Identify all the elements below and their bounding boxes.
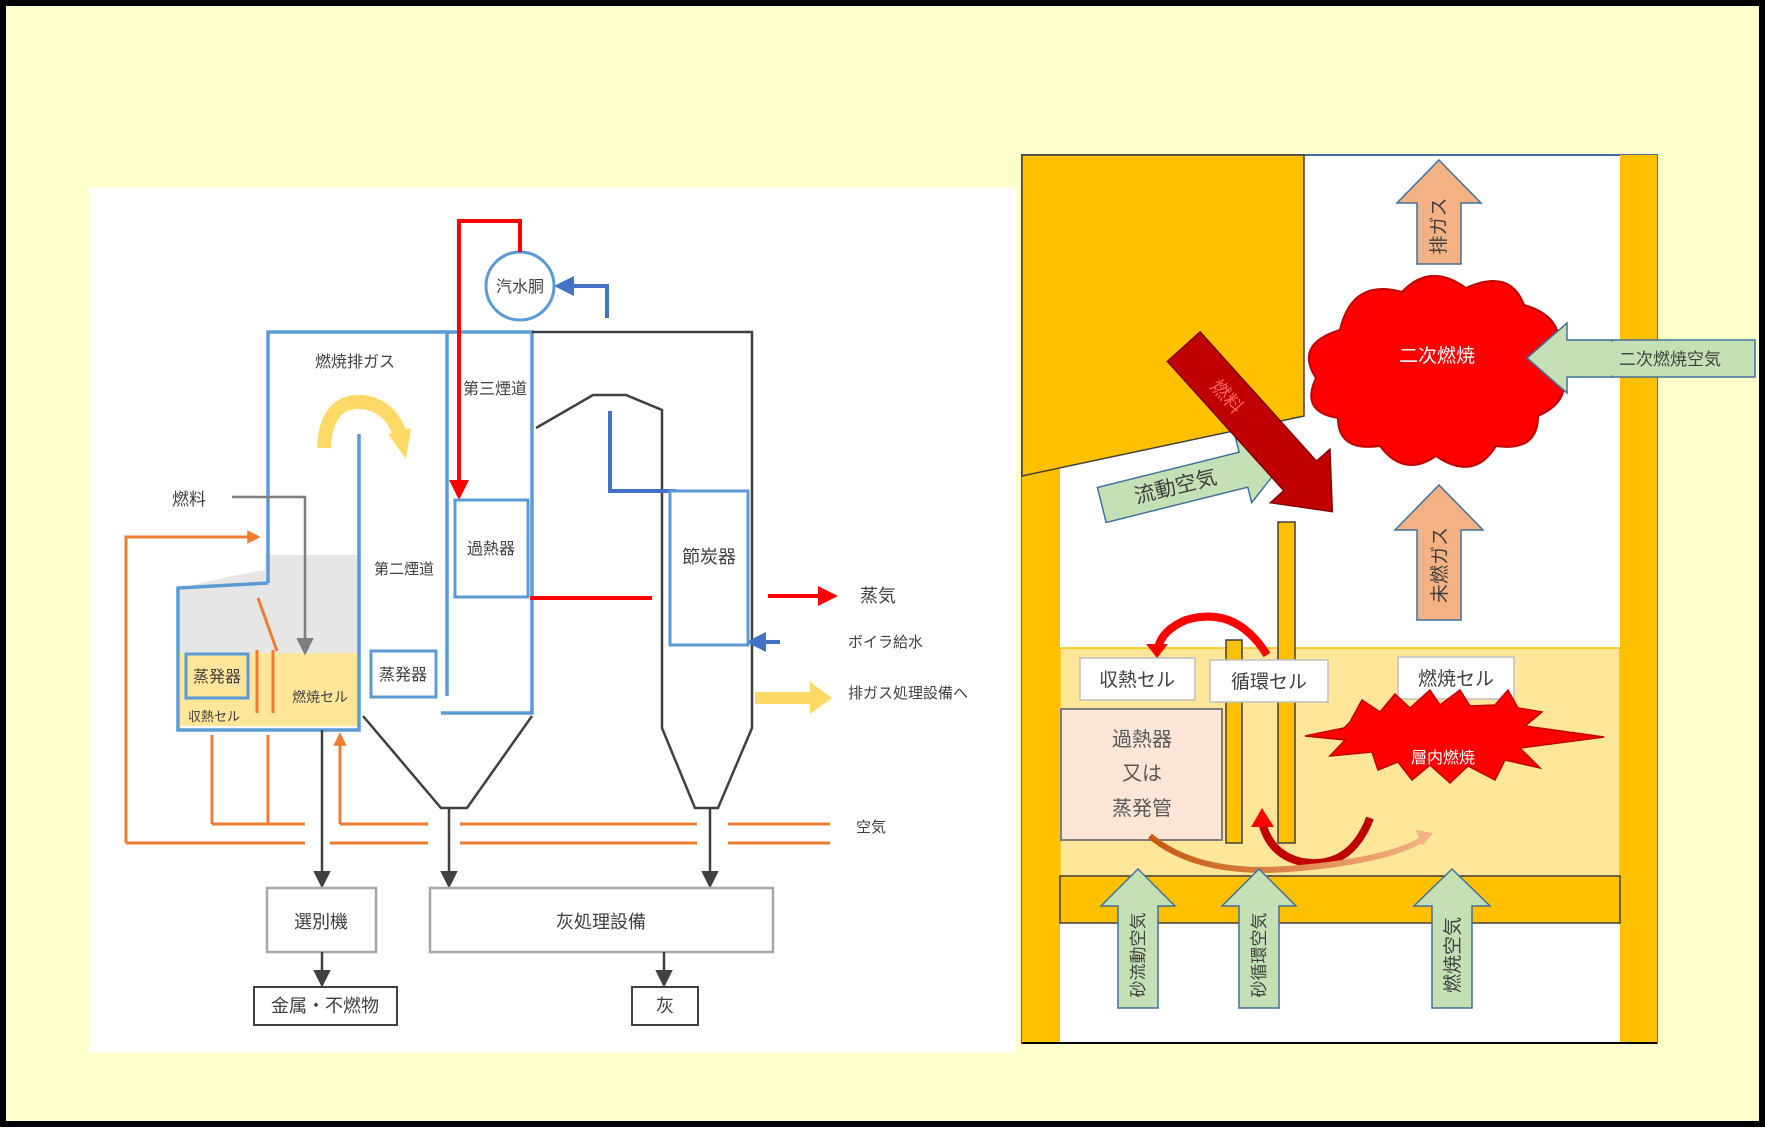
legend-steam-label: 蒸気 xyxy=(860,586,896,607)
heat-recovery-cell-label-left: 収熱セル xyxy=(188,710,240,725)
unburned-gas-label: 未燃ガス xyxy=(1429,527,1451,603)
fuel-arrow: 燃料 xyxy=(1166,330,1334,513)
sand-fluid-air-arrow xyxy=(1099,867,1177,1009)
sand-fluid-air-label: 砂流動空気 xyxy=(1129,913,1149,998)
circulation-arrow-bottom xyxy=(1258,816,1374,867)
fuel-label: 燃料 xyxy=(172,490,206,510)
superheater-line-3: 蒸発管 xyxy=(1112,796,1172,820)
circulation-arrow-bottom-head xyxy=(1251,808,1274,827)
combustion-air-arrow xyxy=(1412,867,1492,1009)
exhaust-gas-arrow xyxy=(1395,158,1483,265)
left-boiler-diagram: 汽水胴 過熱器 節炭器 蒸発器 蒸発器 燃料 燃焼排ガス 第三煙道 第二煙道 収 xyxy=(89,187,1016,1053)
legend-air-label: 空気 xyxy=(856,818,886,836)
combustion-cell-label: 燃焼セル xyxy=(1418,668,1494,690)
evaporator-box-bed xyxy=(184,652,250,700)
unburned-gas-arrow xyxy=(1393,483,1485,621)
metal-waste-label: 金属・不燃物 xyxy=(271,996,379,1017)
sand-circ-air-arrow xyxy=(1220,867,1298,1009)
air-bed-inlets xyxy=(210,735,340,824)
superheater-line-1: 過熱器 xyxy=(1112,727,1172,751)
economizer-box xyxy=(668,489,750,647)
sand-flow-sweep xyxy=(1148,833,1427,873)
secondary-air-arrow-body xyxy=(1611,339,1756,378)
metal-waste-box xyxy=(253,986,398,1026)
legend-exhaust-arrow xyxy=(755,682,832,714)
superheater-line-2: 又は xyxy=(1122,761,1162,785)
flue-gas-arrow-head xyxy=(388,428,411,459)
heat-recovery-cell-box xyxy=(1079,657,1196,701)
steam-line-drum-to-superheater xyxy=(449,219,522,500)
drum-label: 汽水胴 xyxy=(496,277,544,296)
sand-flow-sweep-head xyxy=(1416,830,1433,846)
flue-gas-label: 燃焼排ガス xyxy=(315,352,395,371)
bed-combustion-burst xyxy=(1304,688,1605,785)
feedwater-line-economizer xyxy=(608,411,676,493)
bed-combustion-label: 層内燃焼 xyxy=(1411,748,1475,767)
secondary-air-arrow-joint xyxy=(1566,341,1614,376)
secondary-combustion-cloud xyxy=(1307,274,1565,468)
deflector-plate xyxy=(256,597,279,652)
evaporator-bed-label: 蒸発器 xyxy=(193,667,241,686)
flue-gas-arrow xyxy=(317,394,409,449)
economizer-label: 節炭器 xyxy=(682,547,736,568)
fuel-feed-line xyxy=(232,495,314,656)
third-flue-label: 第三煙道 xyxy=(463,379,527,398)
feedwater-line-to-drum xyxy=(554,276,609,318)
legend-feed-water-label: ボイラ給水 xyxy=(848,633,923,651)
secondary-air-label: 二次燃焼空気 xyxy=(1619,350,1721,370)
right-furnace-diagram: 過熱器 又は 蒸発管 収熱セル 循環セル 燃焼セル 層内燃焼 二次燃焼 排ガス … xyxy=(1021,154,1756,1044)
freeboard-area xyxy=(180,555,358,653)
ash-facility-label: 灰処理設備 xyxy=(556,912,646,933)
sand-circ-air-label: 砂循環空気 xyxy=(1250,913,1270,998)
circulation-arrow-top xyxy=(1154,612,1271,658)
right-wall xyxy=(1620,155,1657,1043)
ash-box xyxy=(631,986,699,1026)
second-flue-label: 第二煙道 xyxy=(374,560,434,578)
circulation-arrow-top-head xyxy=(1146,644,1168,658)
ash-facility-box xyxy=(428,886,775,954)
air-recirculation-line xyxy=(124,530,261,843)
combustion-air-label: 燃焼空気 xyxy=(1442,917,1464,993)
furnace-lower-outline xyxy=(176,434,361,732)
superheater-box xyxy=(453,498,530,599)
separator-box xyxy=(265,886,378,954)
hopper-1 xyxy=(362,715,534,810)
legend-exhaust-label: 排ガス処理設備へ xyxy=(848,684,968,702)
evaporator-main-label: 蒸発器 xyxy=(379,665,427,684)
economizer-casing xyxy=(532,330,754,810)
separator-label: 選別機 xyxy=(294,912,348,933)
evaporator-box-main xyxy=(369,649,438,699)
combustion-cell-label-left: 燃焼セル xyxy=(292,689,348,706)
heat-recovery-cell-label: 収熱セル xyxy=(1099,669,1175,691)
ash-label: 灰 xyxy=(656,996,674,1017)
circulation-cell-box xyxy=(1209,659,1329,703)
circulation-cell-label: 循環セル xyxy=(1231,671,1307,693)
superheater-label: 過熱器 xyxy=(467,539,515,558)
superheater-tube-box xyxy=(1060,708,1223,841)
exhaust-gas-label: 排ガス xyxy=(1428,197,1450,254)
secondary-combustion-label: 二次燃焼 xyxy=(1399,345,1475,367)
